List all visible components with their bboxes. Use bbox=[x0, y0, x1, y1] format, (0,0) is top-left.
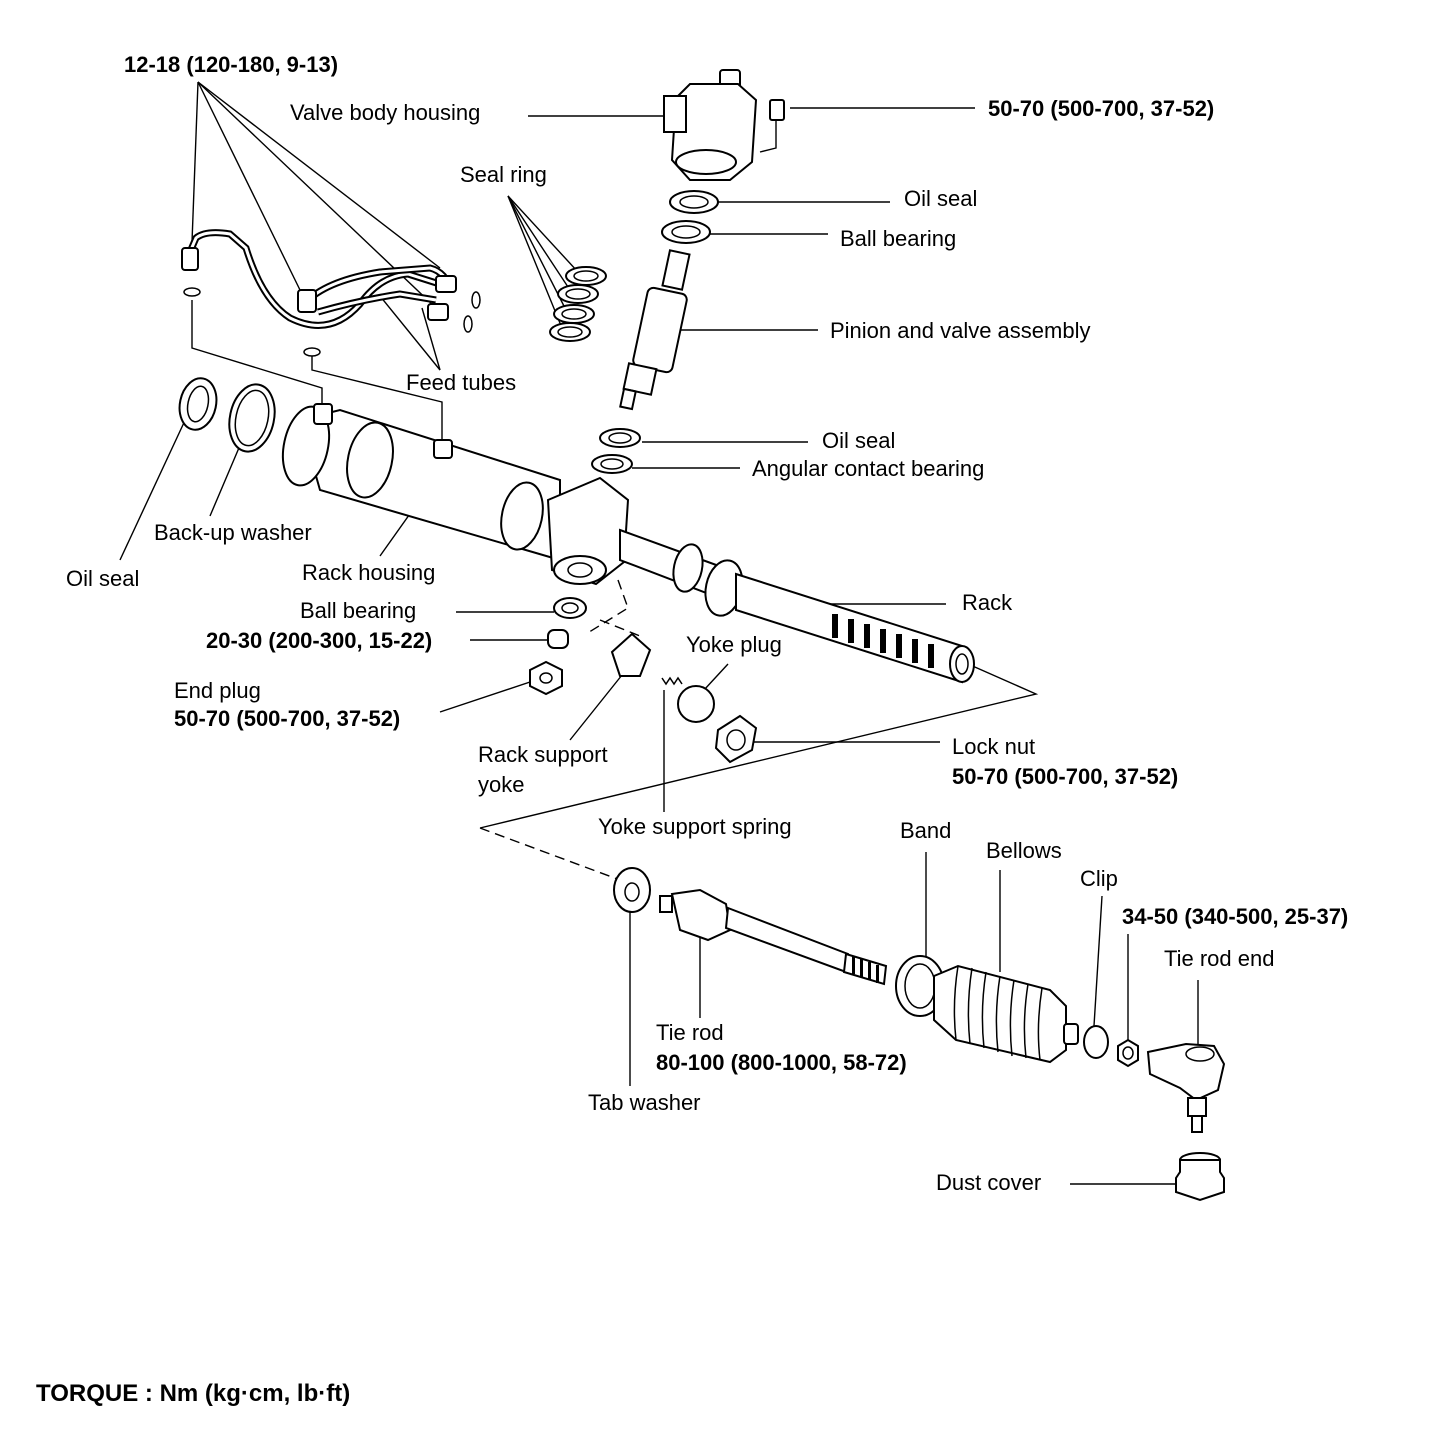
rack bbox=[735, 572, 975, 684]
label-ball-bearing-lower: Ball bearing bbox=[300, 598, 417, 623]
label-angular-contact-bearing: Angular contact bearing bbox=[752, 456, 985, 481]
torque-units-footnote: TORQUE : Nm (kg·cm, lb·ft) bbox=[36, 1380, 351, 1407]
yoke-assembly bbox=[610, 632, 758, 764]
lower-bearing-parts bbox=[529, 597, 587, 696]
label-clip: Clip bbox=[1080, 866, 1118, 891]
left-seals bbox=[178, 377, 276, 453]
dust-cover-part bbox=[1175, 1152, 1225, 1202]
label-rack-housing: Rack housing bbox=[302, 560, 436, 585]
label-lock-nut-torque: 50-70 (500-700, 37-52) bbox=[952, 764, 1179, 789]
label-seal-ring: Seal ring bbox=[460, 162, 547, 187]
label-band: Band bbox=[900, 818, 952, 843]
middle-seals bbox=[591, 428, 641, 474]
pinion-valve-assembly bbox=[619, 249, 691, 411]
leader-lines bbox=[119, 81, 1199, 1185]
label-tab-washer: Tab washer bbox=[588, 1090, 701, 1115]
valve-body-housing bbox=[663, 69, 785, 181]
tie-rod-part bbox=[659, 888, 888, 986]
label-back-up-washer: Back-up washer bbox=[154, 520, 312, 545]
label-tie-rod-end: Tie rod end bbox=[1164, 946, 1275, 971]
label-rack-support-yoke-line1: Rack support bbox=[478, 742, 608, 767]
seal-rings bbox=[549, 266, 607, 342]
label-feed-tube-torque: 12-18 (120-180, 9-13) bbox=[124, 52, 339, 77]
upper-seals bbox=[661, 190, 719, 244]
label-rack-support-yoke-line2: yoke bbox=[478, 772, 525, 797]
label-ball-bearing-torque: 20-30 (200-300, 15-22) bbox=[206, 628, 433, 653]
label-yoke-support-spring: Yoke support spring bbox=[598, 814, 792, 839]
label-end-plug-torque: 50-70 (500-700, 37-52) bbox=[174, 706, 401, 731]
bellows-assembly bbox=[895, 955, 1079, 1064]
label-tie-rod: Tie rod bbox=[656, 1020, 724, 1045]
label-rack: Rack bbox=[962, 590, 1013, 615]
label-oil-seal-middle: Oil seal bbox=[822, 428, 896, 453]
feed-tubes bbox=[181, 229, 481, 357]
label-oil-seal-upper: Oil seal bbox=[904, 186, 978, 211]
label-feed-tubes: Feed tubes bbox=[406, 370, 517, 395]
label-valve-body-torque: 50-70 (500-700, 37-52) bbox=[988, 96, 1215, 121]
label-valve-body-housing: Valve body housing bbox=[290, 100, 481, 125]
label-end-plug: End plug bbox=[174, 678, 261, 703]
clip-and-nut bbox=[1083, 1025, 1139, 1068]
tie-rod-end-part bbox=[1146, 1042, 1226, 1133]
tab-washer bbox=[613, 867, 651, 913]
label-tie-rod-end-torque: 34-50 (340-500, 25-37) bbox=[1122, 904, 1349, 929]
label-tie-rod-torque: 80-100 (800-1000, 58-72) bbox=[656, 1050, 907, 1075]
label-dust-cover: Dust cover bbox=[936, 1170, 1042, 1195]
label-lock-nut: Lock nut bbox=[952, 734, 1036, 759]
rack-housing bbox=[281, 403, 744, 617]
label-oil-seal-left: Oil seal bbox=[66, 566, 140, 591]
label-bellows: Bellows bbox=[986, 838, 1062, 863]
label-pinion-valve-assembly: Pinion and valve assembly bbox=[830, 318, 1091, 343]
label-ball-bearing-upper: Ball bearing bbox=[840, 226, 957, 251]
label-yoke-plug: Yoke plug bbox=[686, 632, 782, 657]
